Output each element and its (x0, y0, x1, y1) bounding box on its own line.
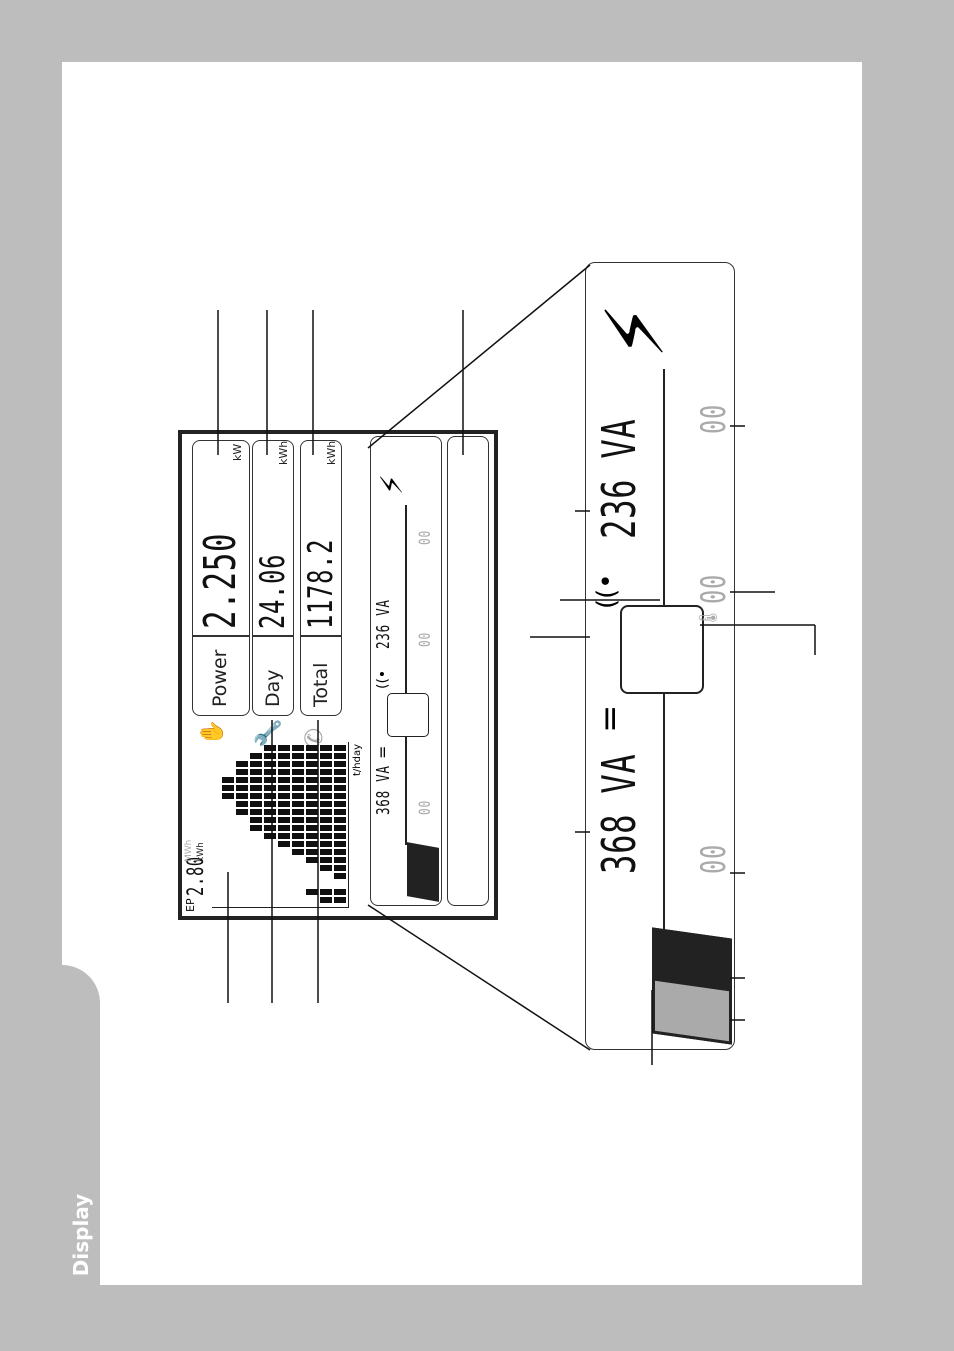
section-tab (62, 965, 100, 1285)
